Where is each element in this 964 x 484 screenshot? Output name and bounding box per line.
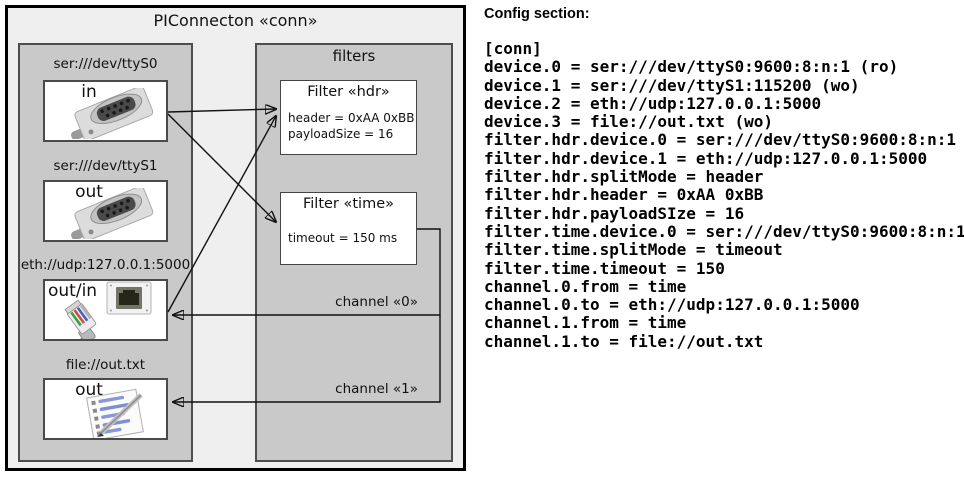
filter-box-time: Filter «time» timeout = 150 ms bbox=[280, 192, 417, 265]
device-address-ttyS1: ser:///dev/ttyS1 bbox=[53, 158, 158, 174]
serial-connector-icon bbox=[71, 188, 154, 239]
device-address-file: file://out.txt bbox=[65, 357, 146, 373]
device-port-label: out/in bbox=[48, 281, 98, 301]
filters-panel-title: filters bbox=[332, 47, 376, 65]
channel-0-label: channel «0» bbox=[335, 294, 418, 310]
device-address-eth: eth://udp:127.0.0.1:5000 bbox=[20, 257, 191, 273]
config-section-body: [conn] device.0 = ser:///dev/ttyS0:9600:… bbox=[484, 39, 964, 351]
config-section-title: Config section: bbox=[484, 6, 590, 22]
filters-panel: filters Filter «hdr» header = 0xAA 0xBB … bbox=[255, 43, 453, 462]
filter-hdr-title: Filter «hdr» bbox=[307, 84, 390, 100]
piconnecton-container: PIConnecton «conn» ser:///dev/ttyS0 in bbox=[5, 5, 466, 471]
diagram-title: PIConnecton «conn» bbox=[153, 11, 318, 30]
device-port-label: out bbox=[75, 380, 103, 400]
serial-connector-icon bbox=[71, 88, 154, 139]
filter-time-properties: timeout = 150 ms bbox=[288, 231, 398, 245]
device-box-ttyS0: in bbox=[43, 80, 168, 142]
channel-1-label: channel «1» bbox=[335, 381, 418, 397]
filter-hdr-properties: header = 0xAA 0xBB payloadSize = 16 bbox=[288, 111, 415, 141]
filter-time-title: Filter «time» bbox=[302, 196, 395, 212]
filter-box-hdr: Filter «hdr» header = 0xAA 0xBB payloadS… bbox=[280, 80, 417, 155]
ethernet-connector-icon bbox=[64, 281, 152, 339]
device-address-ttyS0: ser:///dev/ttyS0 bbox=[53, 56, 158, 72]
device-port-label: in bbox=[81, 82, 97, 102]
devices-panel: ser:///dev/ttyS0 in bbox=[18, 43, 193, 462]
device-box-ttyS1: out bbox=[43, 180, 168, 242]
notepad-pen-icon bbox=[86, 388, 144, 438]
device-port-label: out bbox=[75, 182, 103, 202]
device-box-eth: out/in bbox=[43, 279, 168, 341]
device-box-file: out bbox=[43, 378, 168, 440]
